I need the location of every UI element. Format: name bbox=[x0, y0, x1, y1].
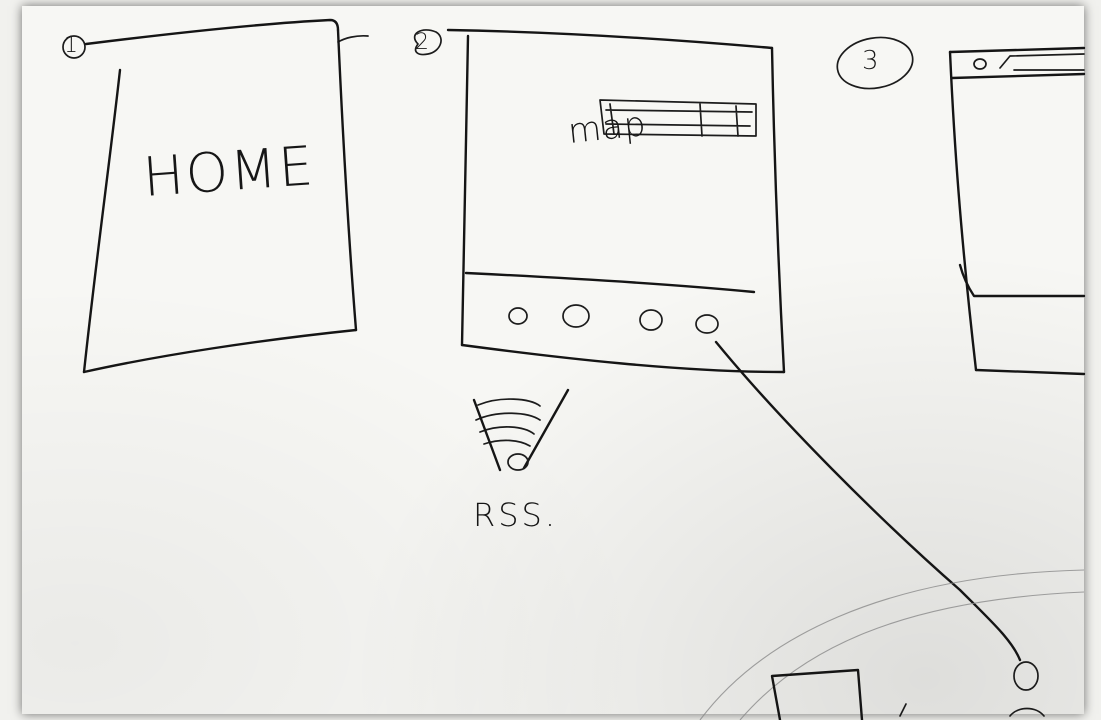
screen-3-header-line bbox=[952, 74, 1084, 78]
screen-2-top-edge bbox=[448, 30, 772, 48]
screen-1-top-edge bbox=[86, 20, 338, 44]
screen-3-top-edge bbox=[950, 48, 1084, 52]
screen-2-right-edge bbox=[772, 48, 784, 372]
home-label: HOME bbox=[141, 134, 317, 209]
screen-3-header-scribble bbox=[1000, 54, 1084, 70]
zoom-circle-inner bbox=[740, 592, 1084, 720]
screen-3-left-edge bbox=[950, 52, 976, 370]
rss-dot bbox=[508, 454, 528, 470]
screen-2-left-edge bbox=[462, 36, 468, 345]
zoom-tick bbox=[900, 704, 906, 716]
rss-icon bbox=[474, 390, 568, 470]
zoom-dot-2 bbox=[1010, 709, 1044, 717]
screen-2-wireframe bbox=[415, 30, 1020, 660]
map-label: map bbox=[566, 104, 648, 152]
connector-line bbox=[716, 342, 1020, 660]
rss-wave-lines bbox=[476, 399, 540, 446]
screen-1-left-edge bbox=[84, 70, 120, 372]
screen-1-bottom-edge bbox=[84, 330, 356, 372]
screen-1-right-edge bbox=[338, 30, 356, 330]
rss-label: RSS. bbox=[473, 496, 558, 534]
screen-3-button-circle bbox=[974, 59, 986, 69]
screen-3-number: 3 bbox=[862, 46, 879, 76]
tab-dot-4 bbox=[696, 315, 718, 333]
zoom-detail bbox=[700, 570, 1084, 720]
screen-2-bottom-edge bbox=[462, 345, 784, 372]
screen-1-number: 1 bbox=[64, 33, 78, 58]
screen-2-number: 2 bbox=[415, 30, 429, 55]
screen-3-wireframe bbox=[833, 32, 1084, 374]
screen-3-bottom-edge bbox=[976, 370, 1084, 374]
tab-dot-3 bbox=[640, 310, 662, 330]
screen-2-tabbar-divider bbox=[466, 273, 754, 292]
tab-dot-1 bbox=[509, 308, 527, 324]
screen-1-tick bbox=[338, 36, 368, 42]
zoom-circle-outer bbox=[700, 570, 1084, 720]
zoom-dot-1 bbox=[1014, 662, 1038, 690]
tab-dot-2 bbox=[563, 305, 589, 327]
screen-3-divider bbox=[960, 265, 1084, 296]
